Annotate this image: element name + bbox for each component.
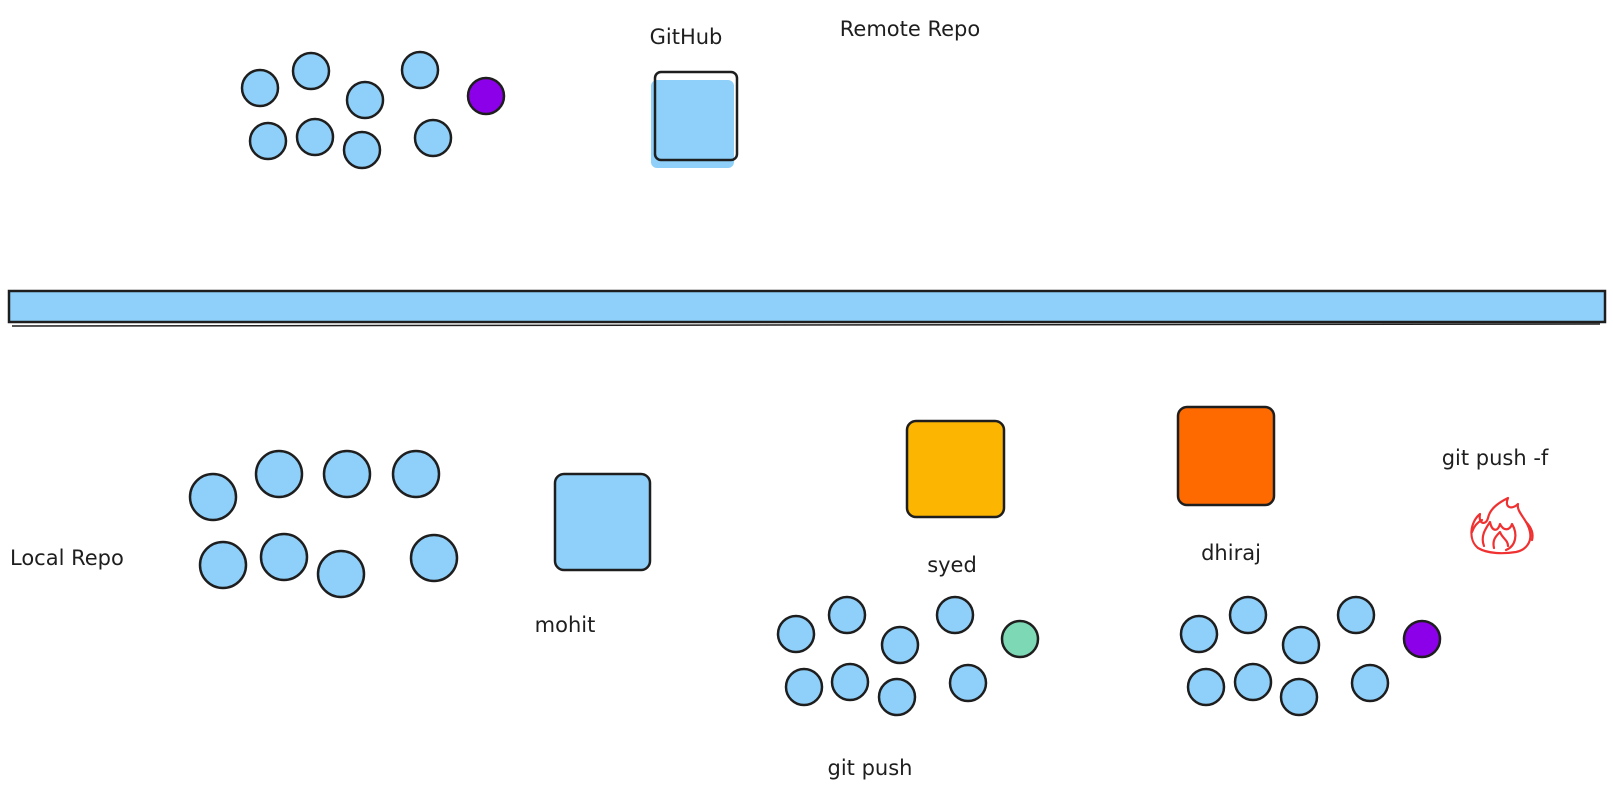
remote-commit-3 [345, 80, 385, 120]
github-box-fill [651, 80, 734, 168]
fire-inner-flame [1492, 530, 1510, 550]
dhiraj-commit-4 [1336, 595, 1376, 635]
remote-commit-cluster [240, 50, 506, 170]
dhiraj-commit-3 [1281, 625, 1321, 665]
syed-commit-5 [784, 667, 824, 707]
dhiraj-commit-cluster [1179, 595, 1442, 717]
dhiraj-commit-9 [1402, 619, 1442, 659]
remote-commit-8 [413, 118, 453, 158]
remote-commit-6 [295, 117, 335, 157]
remote-commit-4 [400, 50, 440, 90]
fire-outer-flame [1470, 496, 1532, 555]
dhiraj-repo-box [1176, 405, 1276, 507]
mohit-repo-box [553, 472, 652, 572]
syed-commit-7 [877, 677, 917, 717]
syed-commit-2 [827, 595, 867, 635]
dhiraj-commit-2 [1228, 595, 1268, 635]
github-box-outline [653, 70, 739, 162]
mohit-commit-6 [259, 532, 309, 582]
mohit-commit-1 [188, 472, 238, 522]
syed-commit-6 [830, 662, 870, 702]
mohit-commit-2 [254, 449, 304, 499]
mohit-commit-5 [198, 540, 248, 590]
remote-commit-2 [291, 51, 331, 91]
dhiraj-commit-8 [1350, 663, 1390, 703]
mohit-label: mohit [535, 613, 596, 637]
divider-bar [7, 289, 1607, 327]
mohit-commit-4 [391, 449, 441, 499]
syed-label: syed [927, 553, 977, 577]
mohit-box [553, 472, 652, 572]
divider-bar-rect [7, 289, 1607, 324]
dhiraj-commit-7 [1279, 677, 1319, 717]
remote-repo-label: Remote Repo [840, 17, 980, 41]
divider-bar-shadow-line [11, 323, 1601, 327]
github-repo-box [651, 70, 739, 168]
syed-commit-9 [1000, 619, 1040, 659]
mohit-commit-3 [322, 449, 372, 499]
syed-commit-4 [935, 595, 975, 635]
syed-commit-3 [880, 625, 920, 665]
dhiraj-label: dhiraj [1201, 541, 1261, 565]
remote-commit-1 [240, 68, 280, 108]
remote-commit-5 [248, 121, 288, 161]
syed-commit-1 [776, 614, 816, 654]
dhiraj-box [1176, 405, 1276, 507]
mohit-commit-7 [316, 549, 366, 599]
fire-right-lick [1524, 520, 1534, 542]
dhiraj-commit-6 [1233, 662, 1273, 702]
local-repo-label: Local Repo [10, 546, 124, 570]
mohit-commit-8 [409, 533, 459, 583]
syed-box [905, 419, 1006, 519]
syed-commit-cluster [776, 595, 1040, 717]
fire-middle-flame [1481, 520, 1517, 552]
remote-commit-9 [466, 76, 506, 116]
fire-left-lick [1470, 518, 1484, 534]
remote-commit-7 [342, 130, 382, 170]
fire-icon [1470, 496, 1534, 555]
syed-repo-box [905, 419, 1006, 519]
mohit-commit-cluster [188, 449, 459, 599]
git-push-force-label: git push -f [1442, 446, 1549, 470]
syed-commit-8 [948, 663, 988, 703]
github-label: GitHub [650, 25, 723, 49]
dhiraj-commit-1 [1179, 614, 1219, 654]
dhiraj-commit-5 [1186, 667, 1226, 707]
git-push-label: git push [828, 756, 913, 780]
